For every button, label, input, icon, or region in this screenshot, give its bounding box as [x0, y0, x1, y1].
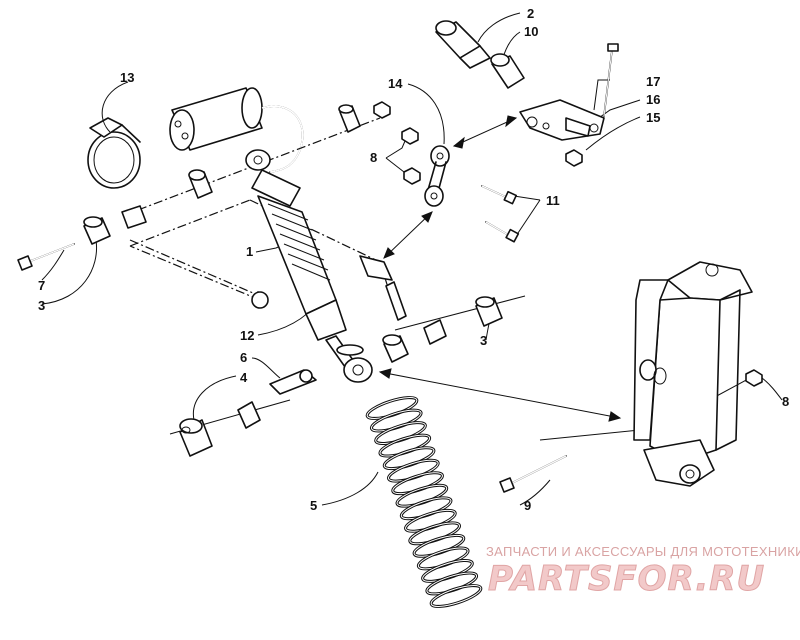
- callout-10: 10: [524, 24, 538, 39]
- mounting-frame: [633, 261, 753, 487]
- callout-11: 11: [546, 193, 560, 208]
- bolt-7: [17, 243, 75, 271]
- callout-7: 7: [38, 278, 45, 293]
- watermark: ЗАПЧАСТИ И АКСЕССУАРЫ ДЛЯ МОТОТЕХНИКИ PA…: [486, 544, 800, 600]
- callout-3-right: 3: [480, 333, 487, 348]
- adjuster-bracket: [519, 99, 605, 141]
- bolts-11: [481, 185, 520, 243]
- callout-8-upper: 8: [370, 150, 377, 165]
- callout-16: 16: [646, 92, 660, 107]
- adjuster-sleeve: [490, 53, 525, 89]
- clip-6: [269, 369, 317, 395]
- callout-4: 4: [240, 370, 248, 385]
- sleeve-3-left: [83, 216, 111, 245]
- callout-labels: 2 10 13 14 17 16 15 8 11 1 7 3 12 6 4 3 …: [38, 6, 789, 513]
- callout-5: 5: [310, 498, 317, 513]
- nut-15: [565, 149, 583, 167]
- upper-bushings: [121, 104, 361, 229]
- reservoir-clamp: [87, 117, 141, 189]
- callout-12: 12: [240, 328, 254, 343]
- watermark-brand: PARTSFOR.RU: [488, 559, 765, 599]
- link-rod: [424, 145, 450, 207]
- callout-15: 15: [646, 110, 660, 125]
- callout-1: 1: [246, 244, 253, 259]
- bolt-17: [603, 43, 619, 117]
- adjuster-knob: [435, 20, 491, 69]
- nuts-8-upper: [373, 101, 421, 185]
- callout-13: 13: [120, 70, 134, 85]
- nut-8-right: [745, 369, 763, 387]
- shock-absorber: [245, 149, 373, 383]
- lower-right-bushings: [382, 296, 503, 363]
- callout-2: 2: [527, 6, 534, 21]
- coil-spring: [365, 396, 483, 608]
- callout-3-left: 3: [38, 298, 45, 313]
- swing-arm-phantom: [129, 239, 407, 321]
- callout-8-right: 8: [782, 394, 789, 409]
- callout-9: 9: [524, 498, 531, 513]
- assembly-arrows: [378, 115, 622, 422]
- bolt-9: [499, 455, 567, 493]
- reservoir-canister: [169, 87, 304, 173]
- spring-coil-highlight: [430, 585, 482, 607]
- callout-14: 14: [388, 76, 403, 91]
- watermark-subtitle: ЗАПЧАСТИ И АКСЕССУАРЫ ДЛЯ МОТОТЕХНИКИ: [486, 544, 800, 559]
- callout-17: 17: [646, 74, 660, 89]
- bushing-4: [179, 401, 261, 457]
- callout-6: 6: [240, 350, 247, 365]
